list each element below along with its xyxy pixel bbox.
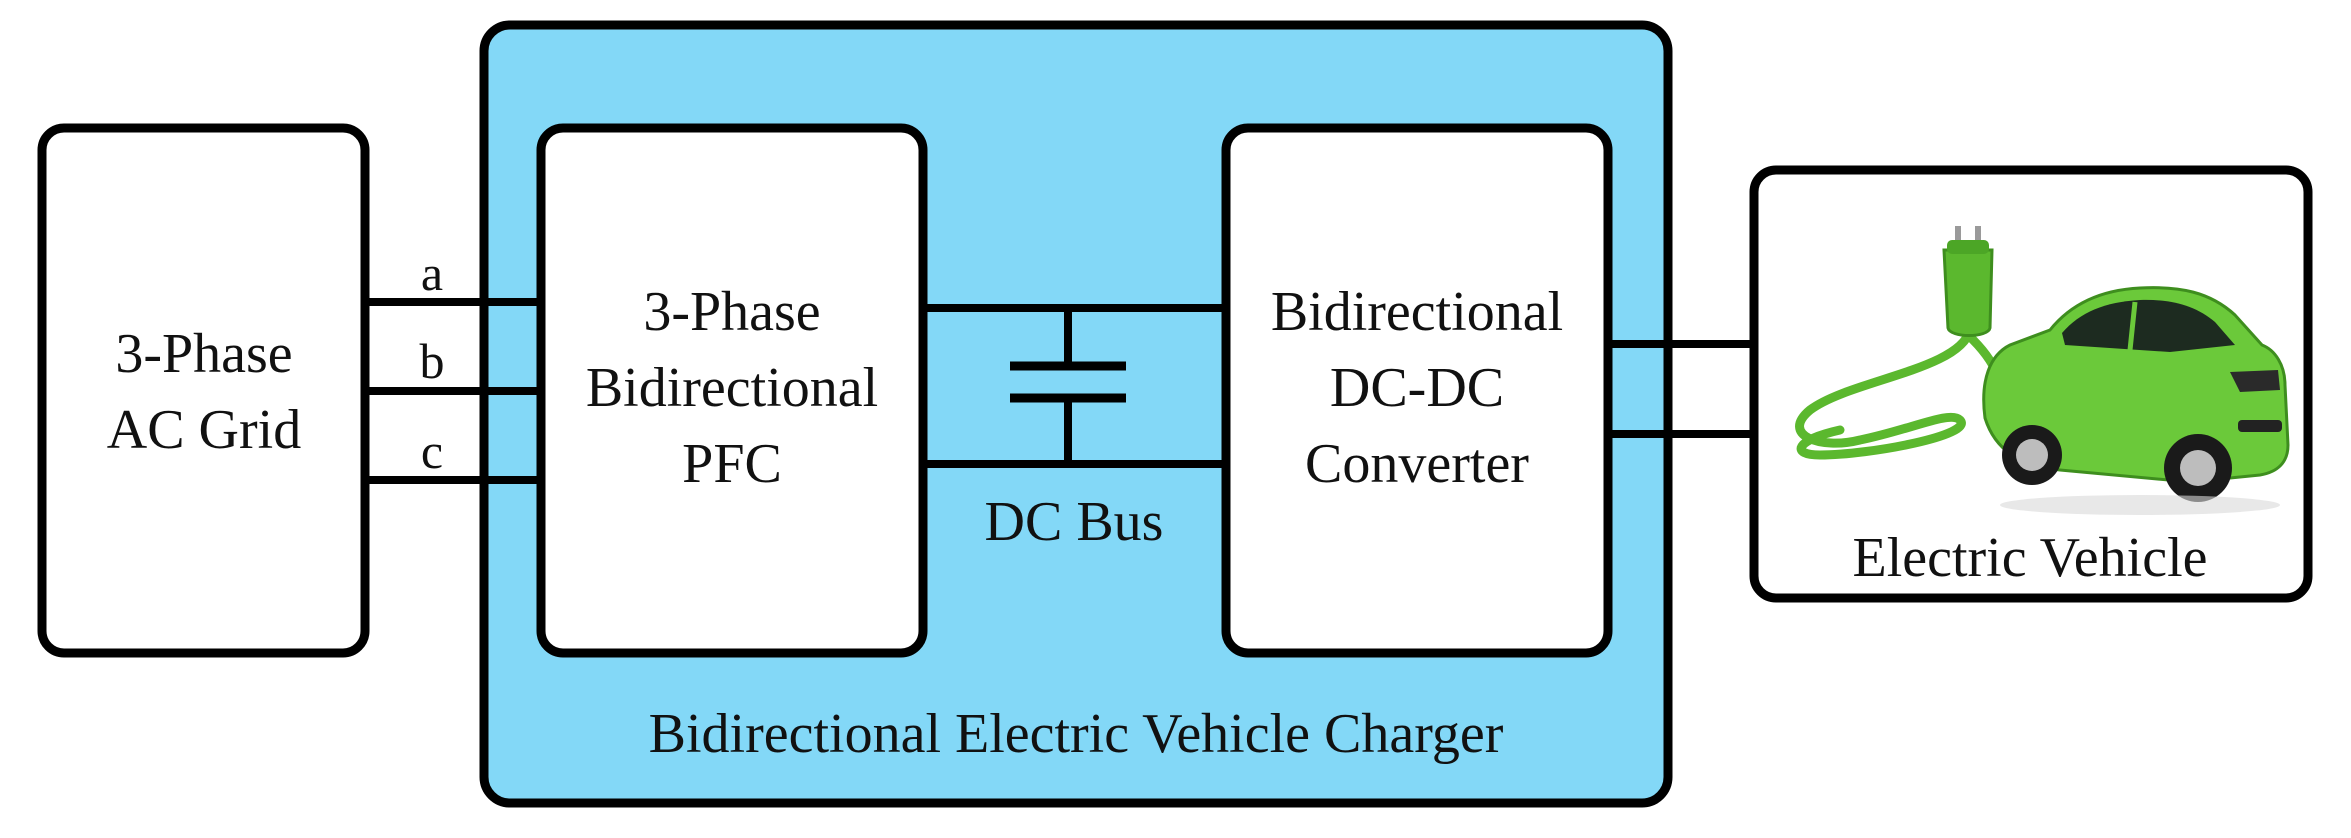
ac-grid-label-line1: 3-Phase [115,323,292,385]
charger-label: Bidirectional Electric Vehicle Charger [649,703,1504,765]
pfc-label-line1: 3-Phase [643,281,820,343]
ev-label: Electric Vehicle [1852,527,2207,589]
phase-c-label: c [421,423,443,479]
pfc-label-line3: PFC [682,433,782,495]
pfc-block [536,123,928,658]
pfc-label-line2: Bidirectional [586,357,878,419]
charging-plug [1942,226,1994,337]
dcdc-block [1221,123,1613,658]
car-body [1982,286,2290,515]
electric-car-image [1795,226,2290,515]
ac-grid-block [37,123,370,658]
dcdc-label-line2: DC-DC [1330,357,1504,419]
dcdc-label-line1: Bidirectional [1271,281,1563,343]
dc-bus-label: DC Bus [985,491,1164,553]
ac-grid-label-line2: AC Grid [107,399,301,461]
phase-a-label: a [421,245,443,301]
dcdc-label-line3: Converter [1305,433,1529,495]
phase-b-label: b [420,333,445,389]
